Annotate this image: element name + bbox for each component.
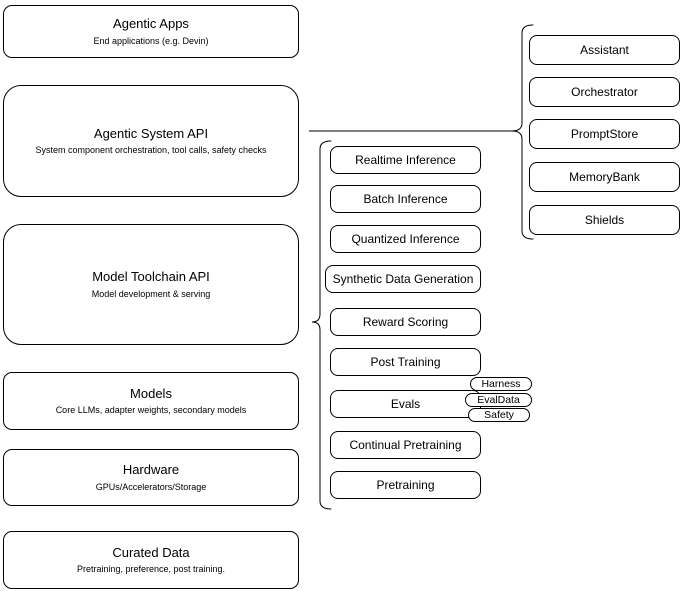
node-label: Post Training (370, 355, 441, 369)
node-label: Quantized Inference (351, 232, 460, 246)
node-shields: Shields (529, 205, 680, 235)
node-models: Models Core LLMs, adapter weights, secon… (3, 372, 299, 430)
node-subtitle: System component orchestration, tool cal… (35, 145, 267, 156)
node-reward-scoring: Reward Scoring (330, 308, 481, 336)
node-label: Shields (584, 213, 625, 227)
toolchain-group-brace (311, 140, 332, 510)
node-subtitle: Pretraining, preference, post training. (76, 564, 226, 575)
node-agentic-system-api: Agentic System API System component orch… (3, 85, 299, 197)
node-realtime-inference: Realtime Inference (330, 146, 481, 174)
node-promptstore: PromptStore (529, 119, 680, 149)
node-subtitle: GPUs/Accelerators/Storage (95, 481, 207, 492)
node-model-toolchain-api: Model Toolchain API Model development & … (3, 224, 299, 345)
tag-evaldata: EvalData (465, 393, 532, 407)
node-quantized-inference: Quantized Inference (330, 225, 481, 253)
node-pretraining: Pretraining (330, 471, 481, 499)
node-label: Assistant (580, 43, 629, 57)
tag-label: Harness (481, 378, 521, 390)
node-title: Agentic System API (93, 125, 209, 141)
node-subtitle: End applications (e.g. Devin) (93, 35, 209, 46)
node-label: Pretraining (376, 478, 435, 492)
node-subtitle: Core LLMs, adapter weights, secondary mo… (55, 405, 247, 416)
node-label: Realtime Inference (355, 153, 456, 167)
tag-label: EvalData (477, 394, 520, 406)
node-label: Evals (390, 397, 421, 411)
node-synthetic-data-generation: Synthetic Data Generation (325, 265, 481, 293)
node-label: PromptStore (570, 127, 639, 141)
node-label: MemoryBank (569, 170, 640, 184)
node-label: Reward Scoring (362, 315, 449, 329)
node-label: Synthetic Data Generation (332, 272, 474, 286)
node-evals: Evals (330, 390, 481, 418)
node-title: Models (130, 385, 172, 401)
node-assistant: Assistant (529, 35, 680, 65)
tag-harness: Harness (470, 377, 532, 391)
node-batch-inference: Batch Inference (330, 185, 481, 213)
node-title: Model Toolchain API (92, 269, 210, 285)
node-title: Agentic Apps (113, 16, 189, 32)
node-label: Orchestrator (571, 85, 638, 99)
node-curated-data: Curated Data Pretraining, preference, po… (3, 531, 299, 589)
node-label: Batch Inference (363, 192, 448, 206)
tag-safety: Safety (468, 408, 530, 422)
node-post-training: Post Training (330, 348, 481, 376)
node-hardware: Hardware GPUs/Accelerators/Storage (3, 449, 299, 506)
tag-label: Safety (484, 409, 514, 421)
node-title: Curated Data (112, 544, 190, 560)
node-subtitle: Model development & serving (91, 288, 211, 299)
node-title: Hardware (122, 462, 180, 478)
node-agentic-apps: Agentic Apps End applications (e.g. Devi… (3, 5, 299, 58)
node-orchestrator: Orchestrator (529, 77, 680, 107)
node-label: Continual Pretraining (349, 438, 462, 452)
node-continual-pretraining: Continual Pretraining (330, 431, 481, 459)
node-memorybank: MemoryBank (529, 162, 680, 192)
